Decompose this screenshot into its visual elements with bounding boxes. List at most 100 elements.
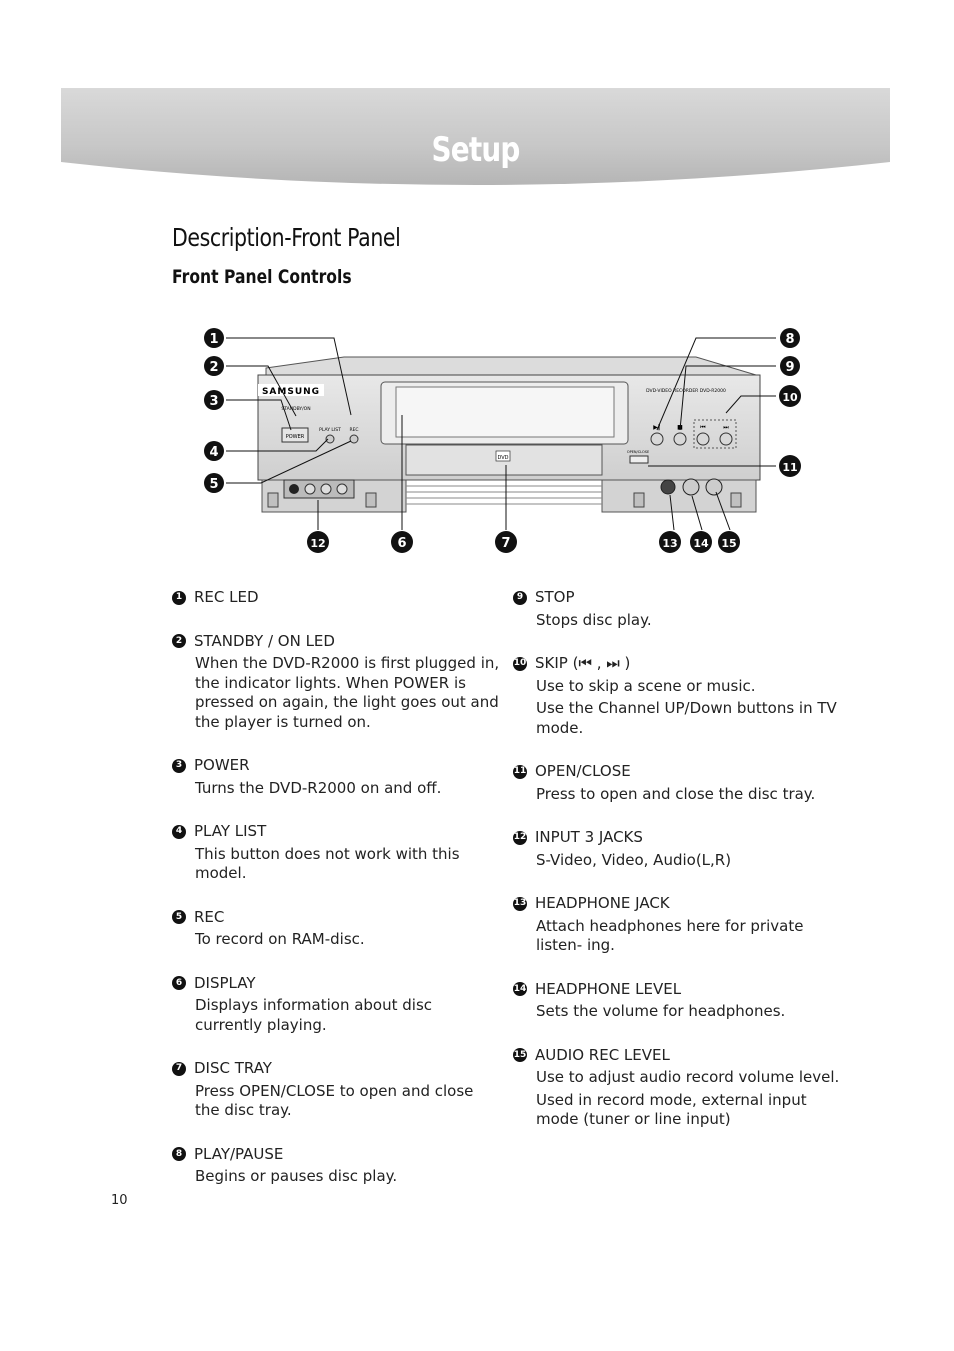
item-title: PLAY/PAUSE [194,1144,284,1163]
descriptions-left-column: 1 REC LED 2 STANDBY / ON LED When the DVD-R2… [172,588,502,1211]
item-number-badge: 13 [513,896,527,911]
header-banner [61,88,890,185]
descriptions-right-column: 9 STOP Stops disc play. 10 SKIP (⏮ , ⏭ ) Use … [513,588,843,1154]
item-description: Use to adjust audio record volume level. [536,1068,840,1086]
item-title: OPEN/CLOSE [535,762,631,780]
callout-1: 1 [209,332,218,347]
item-title: AUDIO REC LEVEL [535,1045,670,1064]
item-title: STANDBY / ON LED [194,631,335,650]
play-pause-button[interactable] [650,432,664,446]
callout-13: 13 [662,537,677,550]
item-number-badge: 11 [513,764,527,779]
brand-logo: SAMSUNG [262,387,320,397]
item-description: Press OPEN/CLOSE to open and close the d… [195,1081,474,1120]
callout-3: 3 [209,394,218,409]
item-title: PLAY LIST [194,822,267,840]
list-item: 7 DISC TRAY Press OPEN/CLOSE to open and c… [172,1059,502,1121]
item-number-badge: 9 [513,590,527,605]
item-description: Displays information about disc currentl… [195,996,433,1034]
input-jacks [283,479,355,499]
headphone-jack[interactable] [660,479,676,495]
svg-text:▶‖: ▶‖ [653,424,661,431]
item-number-badge: 7 [172,1061,186,1076]
callout-6: 6 [397,536,406,551]
item-description: This button does not work with this mode… [195,844,460,883]
item-title: DISC TRAY [194,1059,272,1077]
item-title: REC LED [194,588,259,606]
list-item: 10 SKIP (⏮ , ⏭ ) Use to skip a scene or mu… [513,654,843,738]
item-number-badge: 4 [172,824,186,839]
list-item: 8 PLAY/PAUSE Begins or pauses disc play. [172,1145,502,1187]
list-item: 15 AUDIO REC LEVEL Use to adjust audio rec… [513,1046,843,1130]
page-title: Setup [431,130,520,170]
front-panel-diagram: DVD SAMSUNG STANDBY/ON POWER PLAY LIST R… [204,328,801,553]
item-number-badge: 12 [513,830,527,845]
item-title: DISPLAY [194,973,256,992]
svg-text:⏮: ⏮ [700,424,706,431]
item-number-badge: 14 [513,982,527,997]
callout-12: 12 [310,537,325,550]
item-number-badge: 3 [172,758,186,773]
list-item: 6 DISPLAY Displays information about disc … [172,974,502,1036]
item-number-badge: 6 [172,976,186,991]
item-title: SKIP (⏮ , ⏭ ) [535,654,631,672]
item-description: Sets the volume for headphones. [536,1002,786,1020]
standby-label: STANDBY/ON [281,406,310,412]
item-description: S-Video, Video, Audio(L,R) [536,850,732,869]
item-description: Use to skip a scene or music. [536,676,756,695]
item-number-badge: 2 [172,634,186,649]
list-item: 11 OPEN/CLOSE Press to open and close the… [513,762,843,804]
device-top [265,356,757,376]
item-number-badge: 5 [172,910,186,925]
rec-label: REC [349,427,358,433]
item-description: Use the Channel UP/Down buttons in TV mo… [536,699,837,737]
open-close-label: OPEN/CLOSE [627,450,649,454]
callout-15: 15 [721,537,736,550]
rec-button[interactable] [349,434,359,444]
section-heading: Description-Front Panel [172,223,401,252]
item-number-badge: 1 [172,590,186,605]
list-item: 13 HEADPHONE JACK Attach headphones here f… [513,894,843,956]
power-button[interactable] [281,427,309,443]
item-description: Used in record mode, external input mode… [536,1090,807,1129]
item-title: STOP [535,588,575,606]
item-number-badge: 10 [513,656,527,671]
list-item: 9 STOP Stops disc play. [513,588,843,630]
dvd-logo: DVD [497,455,508,461]
item-title: POWER [194,756,250,774]
item-number-badge: 15 [513,1048,527,1063]
item-description: Attach headphones here for private liste… [536,916,804,955]
playlist-label: PLAY LIST [319,427,341,433]
item-title: INPUT 3 JACKS [535,828,643,846]
list-item: 12 INPUT 3 JACKS S-Video, Video, Audio(L,R… [513,828,843,870]
callout-11: 11 [782,461,797,474]
stop-button[interactable] [673,432,687,446]
callout-14: 14 [693,537,709,550]
disc-tray [405,444,603,476]
item-description: Begins or pauses disc play. [195,1167,398,1185]
item-description: Press to open and close the disc tray. [536,784,816,803]
callout-numbers: 1 2 3 4 5 6 7 8 9 10 11 12 13 14 15 [204,328,801,553]
item-number-badge: 8 [172,1147,186,1162]
callout-4: 4 [209,445,218,460]
skip-back-button[interactable] [696,432,710,446]
callout-5: 5 [209,477,218,492]
power-label: POWER [286,434,305,440]
headphone-level-knob[interactable] [682,478,700,496]
item-description: When the DVD-R2000 is first plugged in, … [195,654,500,731]
open-close-button[interactable] [629,455,649,464]
item-description: Stops disc play. [536,610,652,629]
skip-forward-button[interactable] [719,432,733,446]
callout-10: 10 [782,391,798,404]
playlist-button[interactable] [325,434,335,444]
callout-9: 9 [785,360,794,375]
audio-rec-level-knob[interactable] [705,478,723,496]
item-title: HEADPHONE JACK [535,894,670,912]
list-item: 1 REC LED [172,588,502,608]
model-text: DVD-VIDEO RECORDER DVD-R2000 [646,388,726,394]
list-item: 4 PLAY LIST This button does not work with… [172,822,502,884]
list-item: 2 STANDBY / ON LED When the DVD-R2000 is f… [172,632,502,733]
